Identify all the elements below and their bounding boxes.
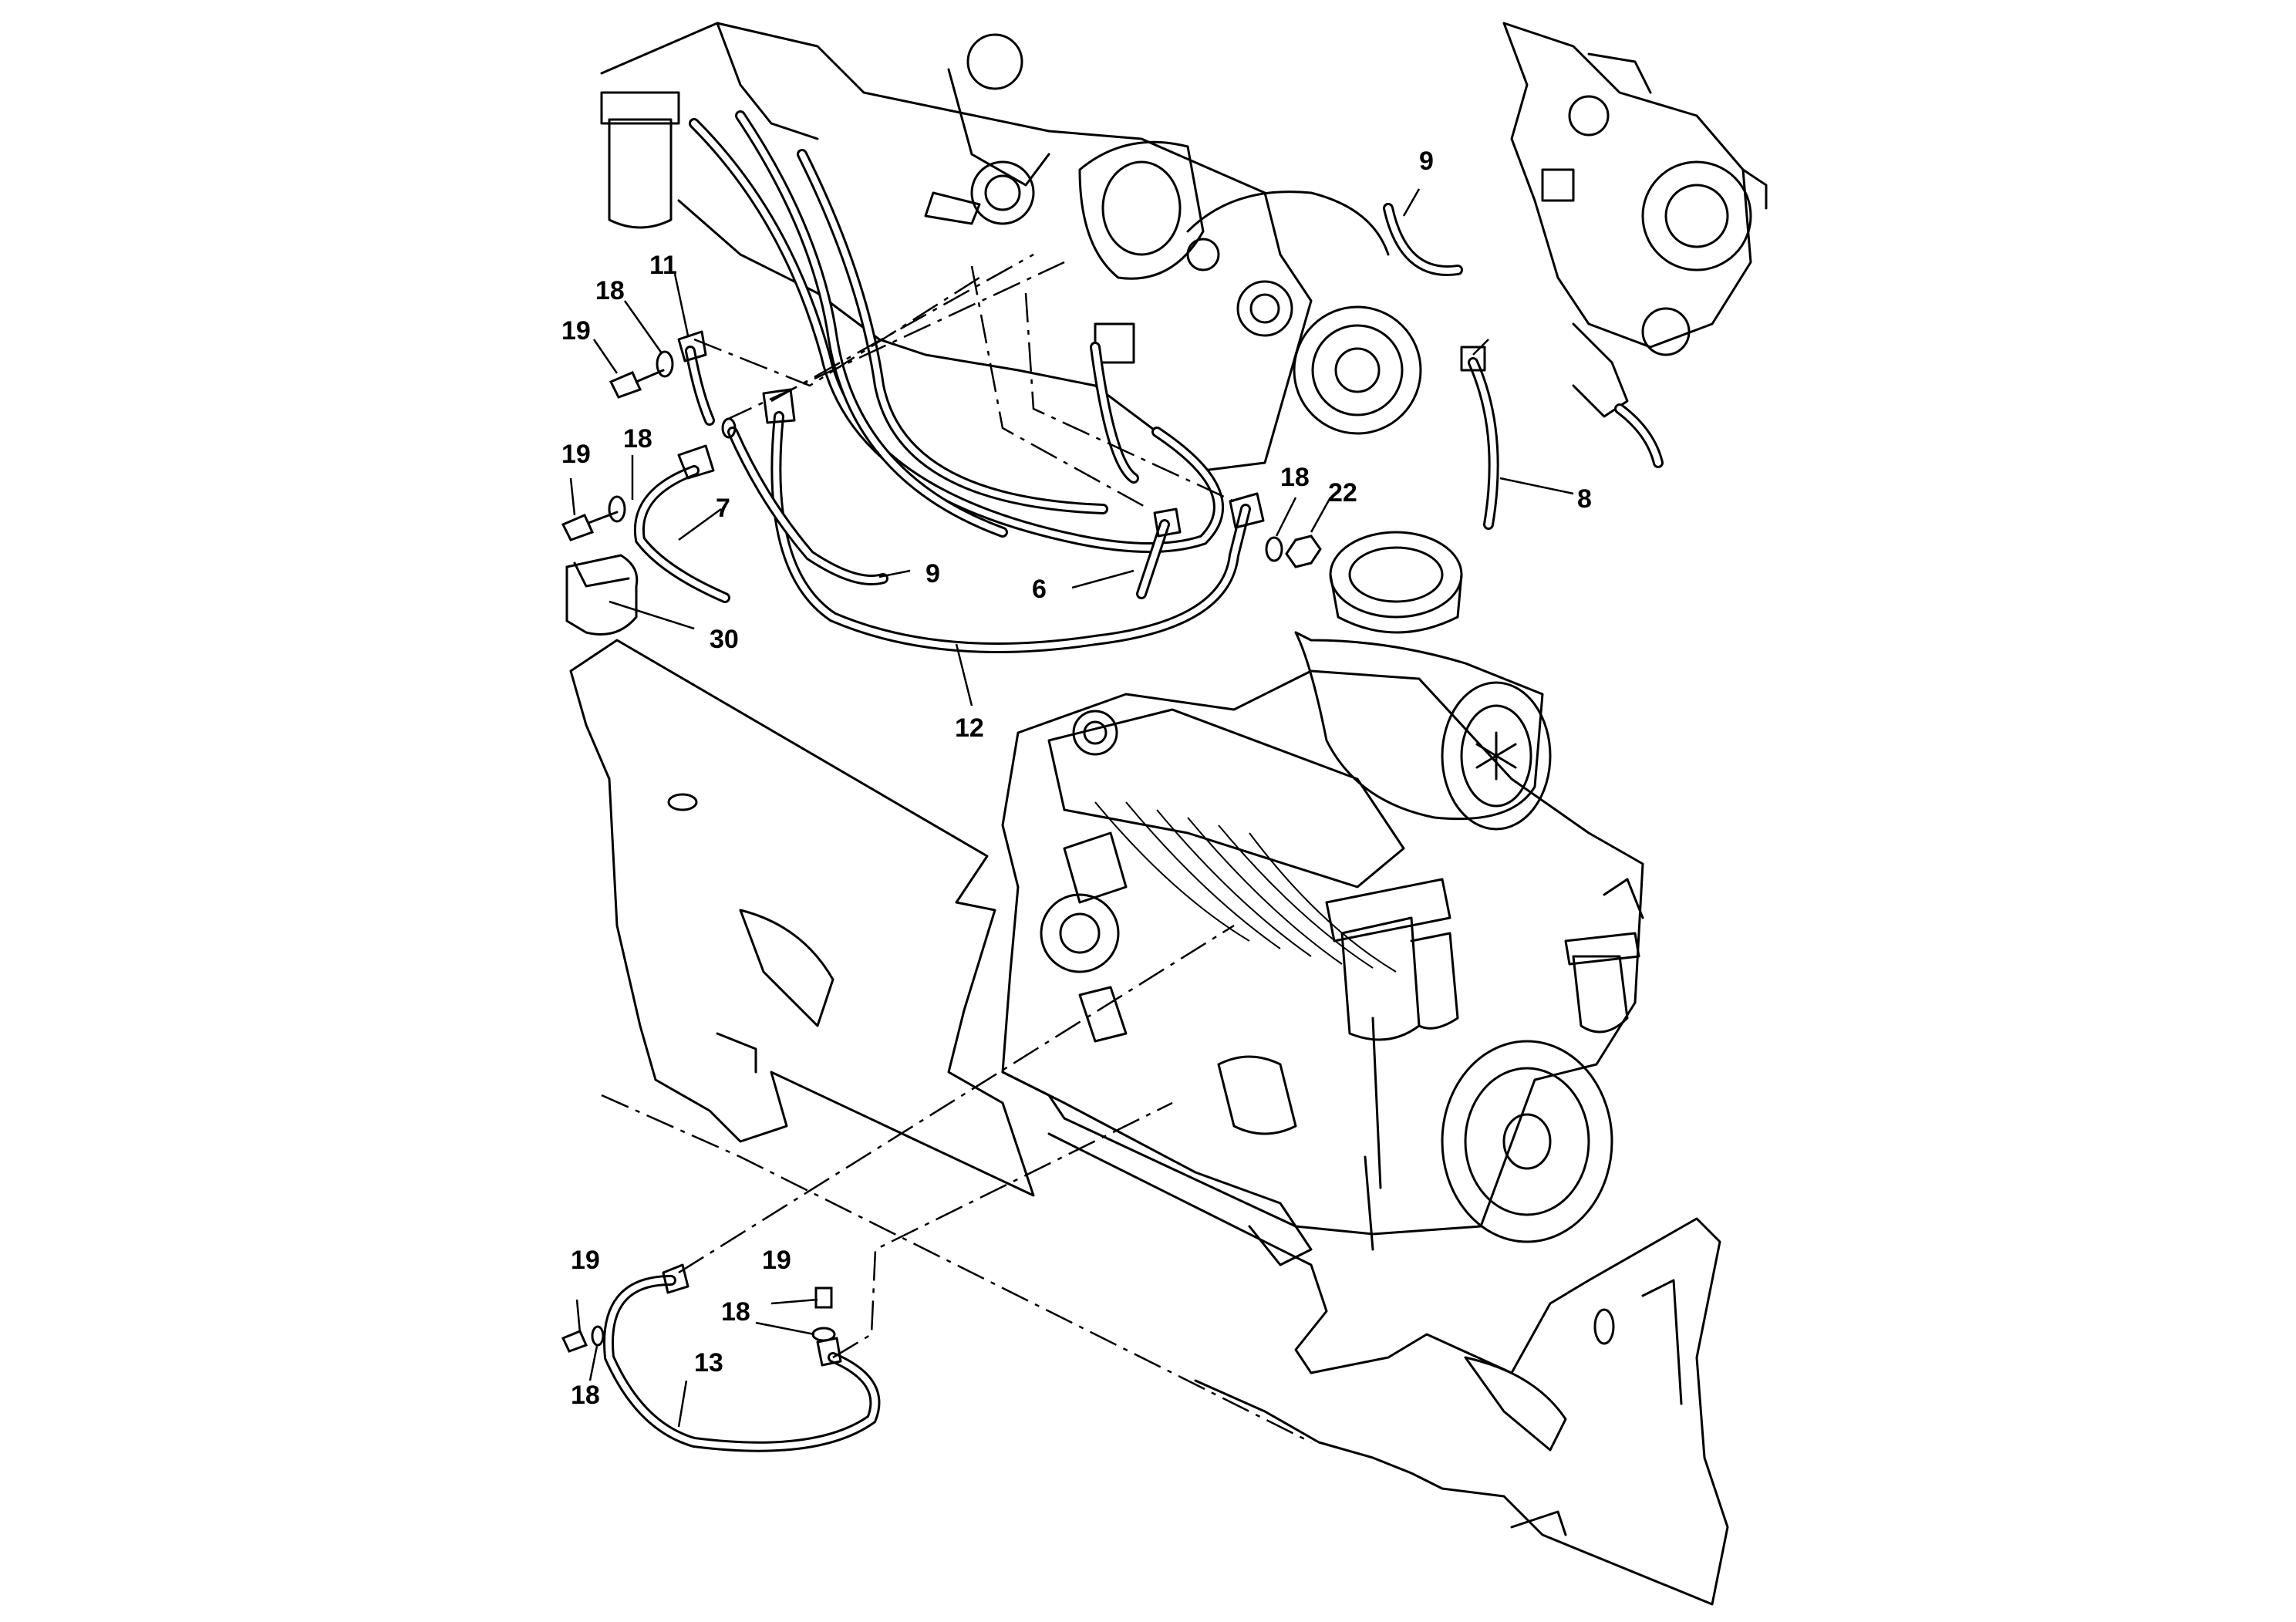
assembly-centerlines	[601, 253, 1489, 1444]
callout-18-b: 18	[623, 424, 652, 454]
callout-19-b: 19	[561, 440, 591, 469]
engine-detail-top-right	[1502, 22, 1768, 418]
engine-detail-top-left	[600, 22, 1422, 472]
callout-30: 30	[710, 625, 739, 654]
side-panel-right	[1047, 1132, 1729, 1606]
callout-6: 6	[1032, 575, 1047, 604]
callout-13: 13	[694, 1348, 723, 1378]
callout-18-e: 18	[571, 1381, 600, 1410]
callout-19-d: 19	[762, 1246, 791, 1275]
callout-labels: 9 11 18 19 19 18 7 30 9 6 18 22 8 12 19 …	[561, 147, 1592, 1410]
callout-9-mid: 9	[925, 559, 940, 588]
callout-19-a: 19	[561, 316, 591, 346]
callout-19-c: 19	[571, 1246, 600, 1275]
callout-11: 11	[649, 251, 677, 280]
air-intake-ring	[1329, 531, 1463, 634]
callout-22: 22	[1328, 478, 1357, 508]
callout-9-top: 9	[1419, 147, 1434, 176]
loose-parts-left	[561, 330, 1322, 653]
leader-lines	[569, 188, 1574, 1428]
callout-18-d: 18	[721, 1297, 750, 1327]
harness-hoses-top	[689, 110, 1664, 553]
callout-7: 7	[716, 494, 730, 523]
harness-13	[561, 1263, 881, 1452]
callout-12: 12	[955, 713, 984, 743]
callout-18-c: 18	[1280, 463, 1310, 492]
callout-8: 8	[1577, 484, 1592, 514]
engine-main-assembly	[569, 631, 1644, 1266]
callout-18-a: 18	[595, 276, 625, 305]
